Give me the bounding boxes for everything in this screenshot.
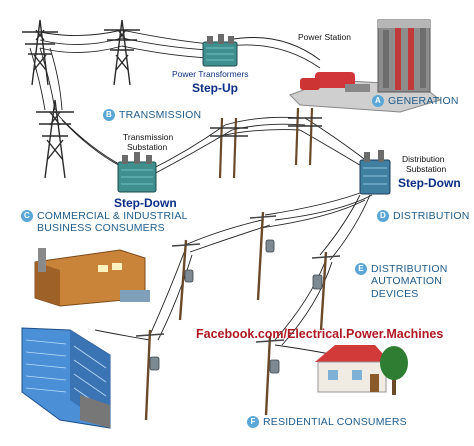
transmission-tower-2 <box>104 19 140 86</box>
transmission-substation-transformer <box>117 152 157 193</box>
factory-building <box>34 248 150 307</box>
house <box>315 345 390 393</box>
transmission-tower-1 <box>22 19 58 86</box>
badge-b: B <box>103 109 115 121</box>
power-transformer <box>202 34 238 67</box>
power-transformers-label: Power Transformers <box>172 69 249 79</box>
automation-label-2: AUTOMATION <box>371 275 443 287</box>
power-station-label: Power Station <box>298 32 351 42</box>
automation-label-3: DEVICES <box>371 288 419 300</box>
badge-c: C <box>21 210 33 222</box>
step-up-label: Step-Up <box>192 81 238 95</box>
transmission-substation-label-1: Transmission <box>123 132 174 142</box>
step-down-left-label: Step-Down <box>114 196 177 210</box>
commercial-label-2: BUSINESS CONSUMERS <box>37 222 165 234</box>
distribution-substation-label-2: Substation <box>406 164 447 174</box>
facebook-watermark: Facebook.com/Electrical.Power.Machines <box>196 327 444 341</box>
distribution-poles <box>144 211 328 421</box>
transmission-substation-label-2: Substation <box>127 142 168 152</box>
badge-f: F <box>247 416 259 428</box>
badge-e: E <box>355 263 367 275</box>
office-building <box>21 327 111 429</box>
distribution-substation-transformer <box>359 150 391 195</box>
distribution-substation-label-1: Distribution <box>402 154 445 164</box>
transmission-tower-3 <box>36 99 74 179</box>
badge-a: A <box>372 95 384 107</box>
pole-transformers <box>149 239 323 374</box>
badge-d: D <box>377 210 389 222</box>
power-station <box>289 19 442 113</box>
step-down-right-label: Step-Down <box>398 176 461 190</box>
power-lines <box>29 29 373 356</box>
tree <box>380 346 408 395</box>
